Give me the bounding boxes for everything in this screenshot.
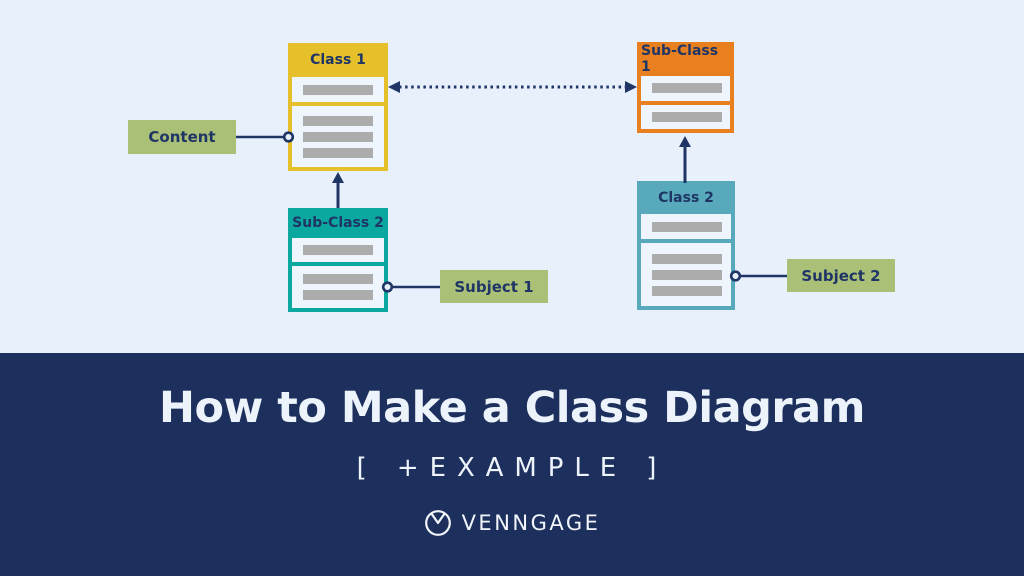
subject1-label: Subject 1 (440, 270, 548, 303)
placeholder-bar (652, 285, 722, 296)
class1-box: Class 1 (288, 43, 388, 171)
content-connector (236, 131, 295, 143)
footer-band: How to Make a Class Diagram [ +EXAMPLE ]… (0, 353, 1024, 576)
placeholder-bar (303, 115, 373, 126)
placeholder-bar (303, 290, 373, 300)
placeholder-bar (652, 269, 722, 280)
subclass2-title: Sub-Class 2 (292, 215, 384, 231)
class2-methods-row (641, 243, 731, 306)
subclass2-attributes-row (292, 238, 384, 262)
brand-row: VENNGAGE (0, 509, 1024, 537)
brand-name: VENNGAGE (461, 511, 601, 535)
inheritance-arrow-class2 (679, 136, 691, 183)
page-title: How to Make a Class Diagram (159, 383, 865, 433)
page-subtitle: [ +EXAMPLE ] (356, 453, 668, 483)
class1-methods-row (292, 106, 384, 167)
subclass2-box: Sub-Class 2 (288, 208, 388, 312)
placeholder-bar (303, 274, 373, 284)
class2-title: Class 2 (658, 189, 714, 206)
placeholder-bar (652, 253, 722, 264)
class-diagram-example: Class 1 Sub-Class 1 Sub-Class 2 (128, 42, 895, 312)
placeholder-bar (652, 111, 722, 122)
dotted-association-arrow (388, 81, 637, 93)
placeholder-bar (303, 131, 373, 142)
subclass1-title: Sub-Class 1 (641, 43, 719, 75)
subclass1-methods-row (641, 104, 730, 129)
class2-attributes-row (641, 214, 731, 239)
subclass2-methods-row (292, 266, 384, 308)
placeholder-bar (303, 147, 373, 158)
subclass1-box: Sub-Class 1 (637, 42, 734, 133)
subclass1-attributes-row (641, 76, 730, 101)
class1-title: Class 1 (310, 52, 366, 68)
subject1-connector (381, 281, 440, 293)
subject2-connector (729, 270, 787, 282)
venngage-clock-icon (424, 510, 451, 536)
placeholder-bar (303, 245, 373, 255)
class1-attributes-row (292, 77, 384, 102)
subject2-label: Subject 2 (787, 259, 895, 292)
class2-box: Class 2 (637, 181, 735, 310)
placeholder-bar (303, 84, 373, 95)
placeholder-bar (652, 83, 722, 94)
placeholder-bar (652, 221, 722, 232)
content-label: Content (128, 120, 236, 154)
inheritance-arrow-subclass2 (332, 172, 344, 208)
